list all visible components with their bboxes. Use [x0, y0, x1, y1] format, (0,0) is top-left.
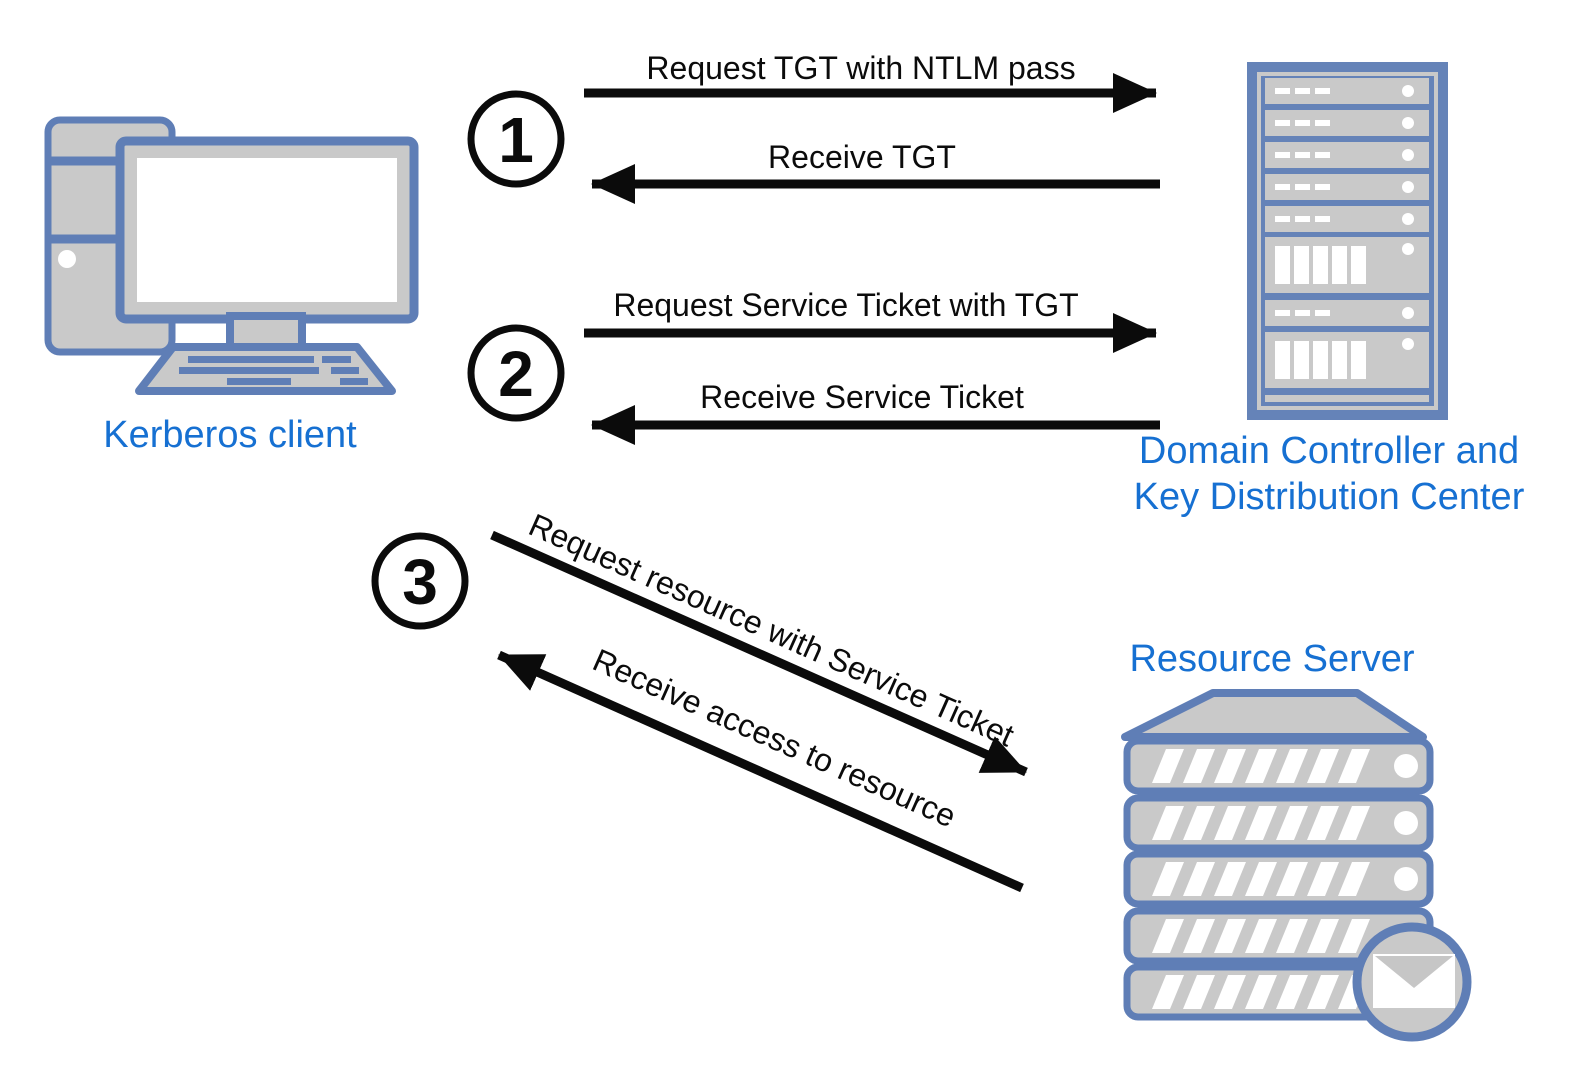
rack-inner-frame	[1257, 72, 1438, 410]
server-unit	[1127, 854, 1430, 904]
step-3-number: 3	[402, 546, 438, 618]
arrow-label-request-tgt: Request TGT with NTLM pass	[646, 50, 1075, 86]
step-2-number: 2	[498, 338, 534, 410]
rack-unit	[1265, 174, 1429, 200]
step-1: 1 Request TGT with NTLM pass Receive TGT	[467, 50, 1160, 204]
step-2-badge	[467, 324, 565, 422]
server-rack-icon	[1247, 62, 1448, 420]
rack-unit	[1265, 78, 1429, 104]
step-3: 3 Request resource with Service Ticket R…	[371, 506, 1028, 893]
resource-server-label: Resource Server	[1129, 638, 1415, 680]
rack-unit-tall	[1265, 237, 1429, 293]
client-label: Kerberos client	[103, 414, 357, 456]
rack-unit	[1265, 206, 1429, 232]
step-1-badge	[467, 90, 565, 188]
domain-controller-label-line1: Domain Controller and	[1138, 430, 1520, 472]
rack-base-strip	[1265, 395, 1429, 402]
rack-unit	[1265, 300, 1429, 326]
server-stack-icon	[1121, 689, 1472, 1042]
arrow-label-receive-service-ticket: Receive Service Ticket	[700, 379, 1024, 415]
arrow-label-request-service-ticket: Request Service Ticket with TGT	[613, 287, 1078, 323]
arrow-label-receive-tgt: Receive TGT	[768, 139, 956, 175]
domain-controller-label-line2: Key Distribution Center	[1133, 476, 1525, 518]
rack-unit	[1265, 142, 1429, 168]
keyboard-keys	[179, 356, 368, 385]
arrow-request-resource	[490, 530, 1028, 777]
arrow-receive-access	[497, 650, 1024, 893]
rack-unit	[1265, 110, 1429, 136]
step-2: 2 Request Service Ticket with TGT Receiv…	[467, 287, 1160, 445]
step-3-badge	[371, 532, 469, 630]
monitor-screen	[137, 158, 397, 302]
tower-power-button	[58, 250, 76, 268]
step-1-number: 1	[498, 104, 534, 176]
server-unit	[1127, 798, 1430, 848]
envelope-icon	[1352, 922, 1472, 1042]
server-unit	[1127, 741, 1430, 791]
server-stack-top	[1121, 689, 1427, 741]
desktop-computer-icon	[44, 116, 419, 395]
rack-unit-tall	[1265, 332, 1429, 388]
domain-controller-label: Domain Controller and Key Distribution C…	[1117, 428, 1541, 520]
